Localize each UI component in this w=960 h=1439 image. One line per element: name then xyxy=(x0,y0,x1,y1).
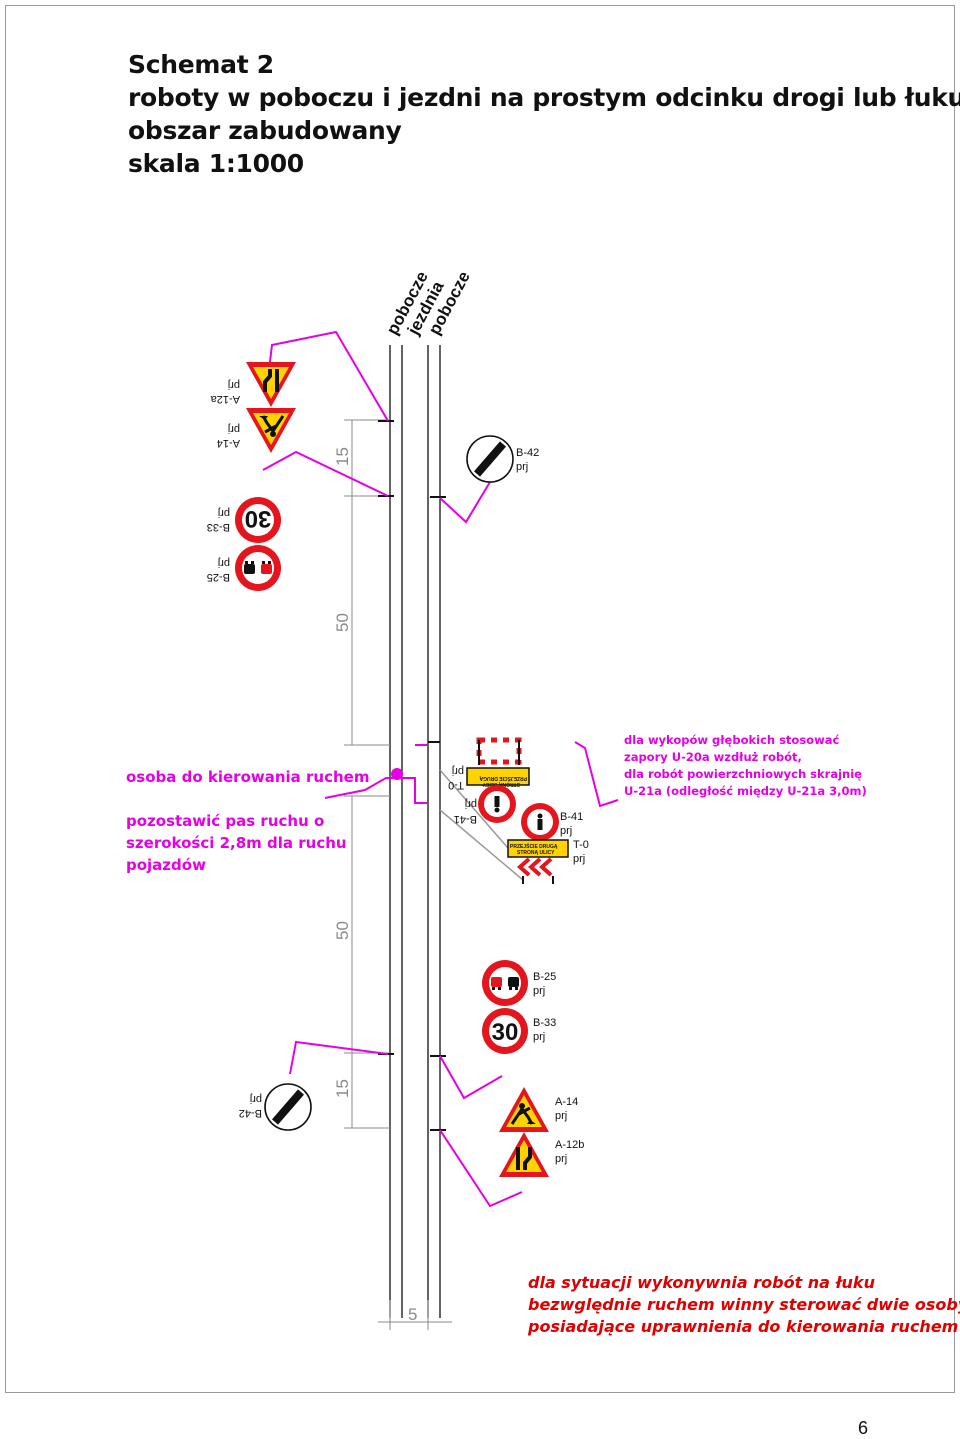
excavation-note-line-3: dla robót powierzchniowych skrajnię xyxy=(624,767,862,781)
dim-lower-50: 50 xyxy=(333,921,352,940)
sign-b25-upper xyxy=(235,545,281,591)
plate-upper-line2: STRONĄ ULICY xyxy=(482,781,520,787)
lane-note: pozostawić pas ruchu o szerokości 2,8m d… xyxy=(126,810,347,876)
label-t0-lower-prj: prj xyxy=(573,853,585,865)
operator-note-text: osoba do kierowania ruchem xyxy=(126,768,370,786)
sign-b41-lower xyxy=(521,803,559,841)
curve-note-line-1: dla sytuacji wykonywnia robót na łuku xyxy=(528,1273,875,1292)
sign-post-markers xyxy=(378,420,446,1131)
label-a12b-lower-code: A-12b xyxy=(555,1139,584,1151)
operator-note: osoba do kierowania ruchem xyxy=(126,768,369,786)
traffic-operator-marker xyxy=(391,768,403,780)
label-t0-upper-code: T-0 xyxy=(448,779,464,791)
title-line-3: obszar zabudowany xyxy=(128,116,402,145)
label-b25-upper-code: B-25 xyxy=(207,571,230,583)
sign-b33-lower-value: 30 xyxy=(492,1019,519,1046)
lane-note-line-1: pozostawić pas ruchu o xyxy=(126,812,325,830)
road-labels: pobocze jezdnia pobocze xyxy=(383,268,474,339)
grey-leader-lines xyxy=(439,769,524,881)
label-b25-lower-prj: prj xyxy=(533,985,545,997)
sign-b42-lower xyxy=(265,1084,311,1130)
label-b41-upper-prj: prj xyxy=(465,798,477,810)
sign-b25-lower xyxy=(482,960,528,1006)
label-a12b-lower-prj: prj xyxy=(555,1153,567,1165)
page-frame xyxy=(5,5,955,1393)
label-b25-upper-prj: prj xyxy=(218,557,230,569)
label-b33-upper-prj: prj xyxy=(218,507,230,519)
label-b33-lower-prj: prj xyxy=(533,1031,545,1043)
dim-upper-15: 15 xyxy=(333,447,352,466)
sign-b33-lower: 30 xyxy=(482,1008,528,1054)
sign-a14-upper xyxy=(244,406,298,455)
sign-a12b-lower xyxy=(497,1130,551,1179)
plate-lower-line1: PRZEJŚCIE DRUGĄ xyxy=(510,843,558,850)
sign-a12a xyxy=(244,360,298,409)
sign-a14-lower xyxy=(497,1085,551,1134)
lane-note-line-2: szerokości 2,8m dla ruchu xyxy=(126,834,347,852)
label-b42-upper-code: B-42 xyxy=(516,447,539,459)
worksite-cluster-labels: T-0 prj B-41 prj xyxy=(448,765,477,825)
title-line-4: skala 1:1000 xyxy=(128,149,304,178)
label-b41-lower-code: B-41 xyxy=(560,811,583,823)
lower-sign-labels: B-25 prj B-33 prj A-14 prj A-12b prj B-4… xyxy=(239,971,585,1165)
excavation-note: dla wykopów głębokich stosować zapory U-… xyxy=(624,732,867,800)
lane-note-line-3: pojazdów xyxy=(126,856,206,874)
excavation-note-line-2: zapory U-20a wzdłuż robót, xyxy=(624,750,802,764)
label-b41-lower-prj: prj xyxy=(560,825,572,837)
leader-lines xyxy=(262,330,619,1208)
upper-sign-labels: A-12a prj A-14 prj B-33 prj B-25 prj B-4… xyxy=(207,379,540,583)
label-a12a-code: A-12a xyxy=(210,393,240,405)
dimension-lines xyxy=(344,419,452,1330)
excavation-note-line-1: dla wykopów głębokich stosować xyxy=(624,733,840,747)
page-number: 6 xyxy=(858,1418,869,1438)
worksite-lower-labels: B-41 prj T-0 prj xyxy=(560,811,589,865)
label-b41-upper-code: B-41 xyxy=(454,813,477,825)
label-a14-upper-prj: prj xyxy=(228,423,240,435)
sign-b42-upper xyxy=(467,436,513,482)
label-a12a-prj: prj xyxy=(228,379,240,391)
plate-lower-line2: STRONĄ ULICY xyxy=(517,850,555,856)
curve-note-line-3: posiadające uprawnienia do kierowania ru… xyxy=(528,1317,959,1336)
title-line-1: Schemat 2 xyxy=(128,50,274,79)
label-b25-lower-code: B-25 xyxy=(533,971,556,983)
label-b33-lower-code: B-33 xyxy=(533,1017,556,1029)
curve-note: dla sytuacji wykonywnia robót na łuku be… xyxy=(528,1272,960,1338)
title-line-2: roboty w poboczu i jezdni na prostym odc… xyxy=(128,83,960,112)
dimension-labels: 15 50 50 15 5 xyxy=(333,447,417,1324)
label-t0-upper-prj: prj xyxy=(452,765,464,777)
label-b42-lower-prj: prj xyxy=(250,1093,262,1105)
label-a14-lower-prj: prj xyxy=(555,1110,567,1122)
label-b42-lower-code: B-42 xyxy=(239,1107,262,1119)
sign-b33-upper: 30 xyxy=(235,497,281,543)
dim-lower-15: 15 xyxy=(333,1079,352,1098)
dim-width-5: 5 xyxy=(408,1305,417,1324)
curve-note-line-2: bezwględnie ruchem winny sterować dwie o… xyxy=(528,1295,960,1314)
label-b33-upper-code: B-33 xyxy=(207,521,230,533)
diagram-title: Schemat 2 roboty w poboczu i jezdni na p… xyxy=(128,48,960,180)
label-b42-upper-prj: prj xyxy=(516,461,528,473)
label-a14-lower-code: A-14 xyxy=(555,1096,578,1108)
excavation-note-line-4: U-21a (odległość między U-21a 3,0m) xyxy=(624,784,867,798)
worksite-plate-lower: PRZEJŚCIE DRUGĄ STRONĄ ULICY xyxy=(507,839,569,884)
label-a14-upper-code: A-14 xyxy=(217,437,240,449)
plate-upper-line1: PRZEJŚCIE DRUGĄ xyxy=(479,775,527,782)
sign-b41-upper xyxy=(478,785,516,823)
label-t0-lower-code: T-0 xyxy=(573,839,589,851)
dim-upper-50: 50 xyxy=(333,613,352,632)
worksite-barrier-upper: PRZEJŚCIE DRUGĄ STRONĄ ULICY xyxy=(466,737,530,787)
sign-b33-upper-value: 30 xyxy=(245,505,272,532)
road-edge-lines xyxy=(389,345,441,1318)
